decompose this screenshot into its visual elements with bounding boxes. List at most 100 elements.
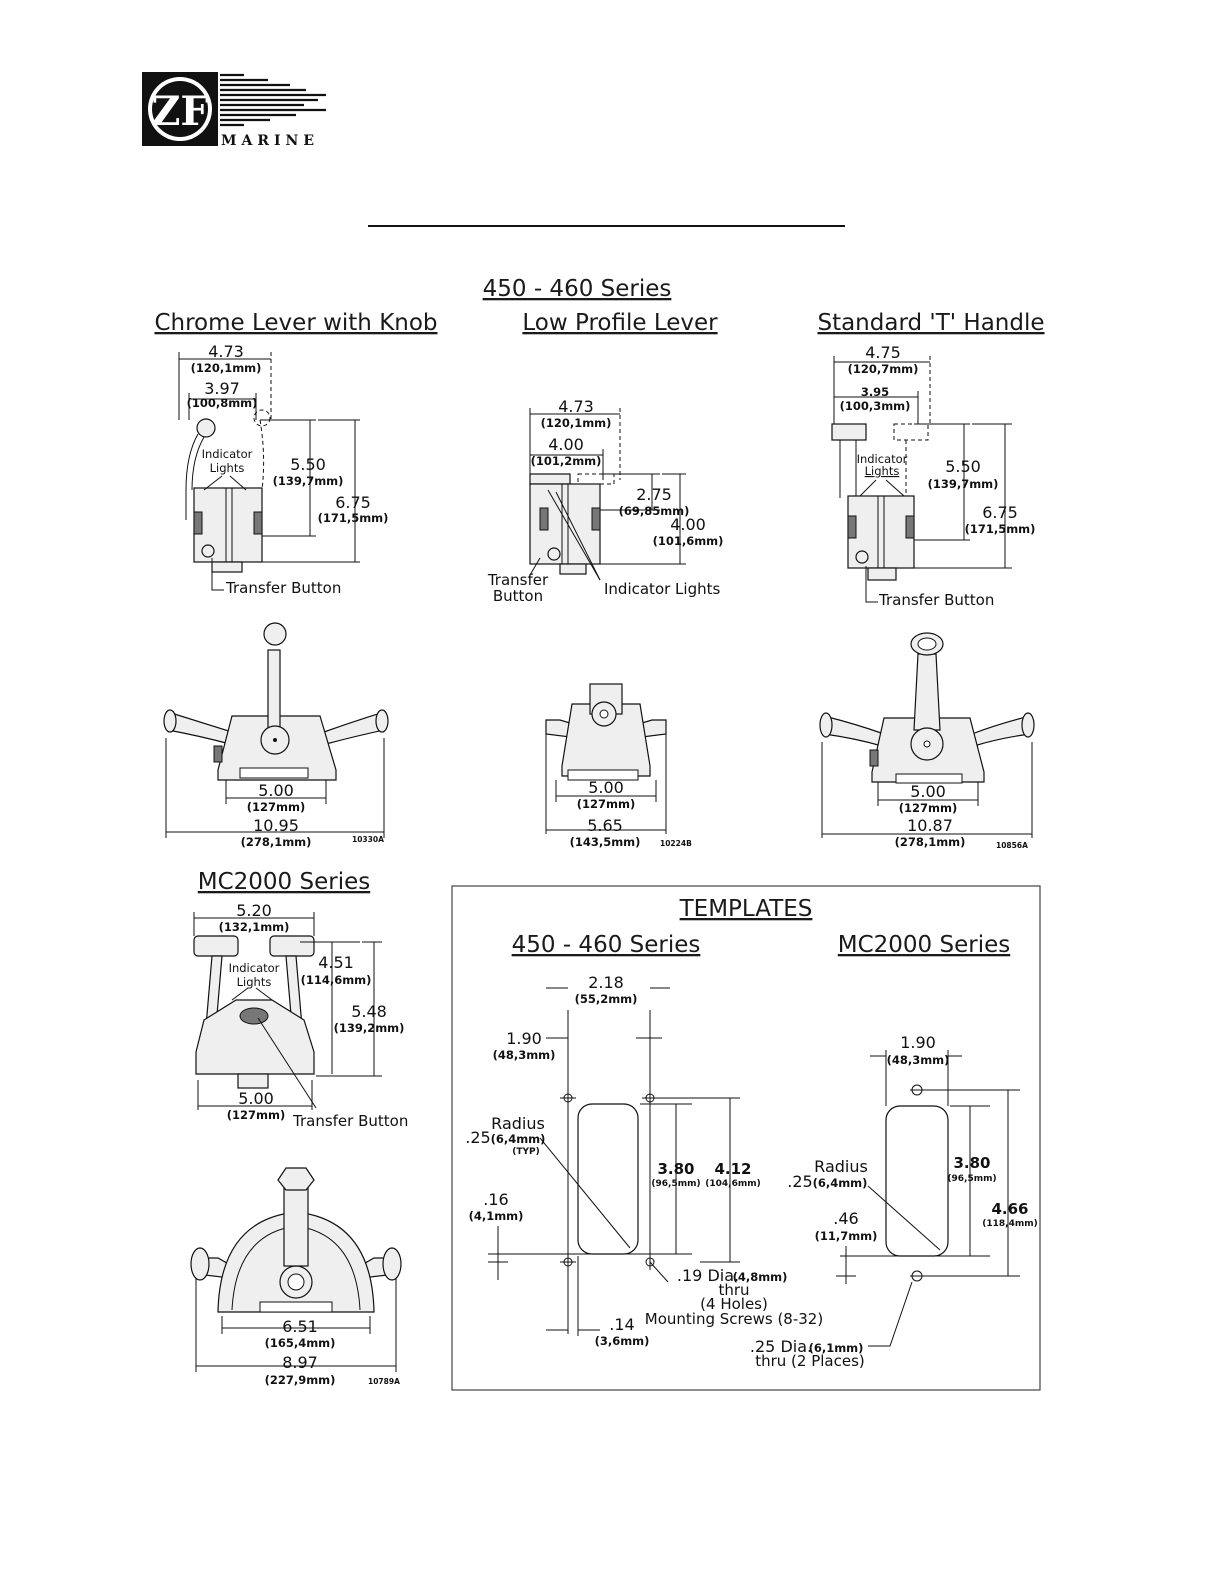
templates-mc2000-heading: MC2000 Series [838,932,1010,958]
hole-thru-label: thru (2 Places) [755,1352,865,1370]
dim-mm-label: (143,5mm) [570,835,641,849]
dim-mm-label: (96,5mm) [651,1179,700,1189]
low-profile-side-view [529,408,686,581]
heading-chrome-lever: Chrome Lever with Knob [154,310,437,336]
dim-label: .46 [833,1209,858,1228]
radius-mm: (6,4mm) [813,1176,868,1190]
dim-mm-label: (3,6mm) [595,1334,650,1348]
dim-mm-label: (48,3mm) [493,1048,556,1062]
dim-mm-label: (139,7mm) [273,474,344,488]
dim-mm-label: (139,7mm) [928,477,999,491]
dim-label: 3.80 [953,1154,990,1172]
radius-label: Radius [814,1157,868,1176]
dim-label: 3.80 [657,1160,694,1178]
hole-dia-label: .25 Dia. [750,1337,812,1356]
dim-mm-label: (101,6mm) [653,534,724,548]
zf-marine-logo: ZF MARINE [142,72,326,149]
dim-mm-label: (127mm) [577,797,635,811]
t-handle-front-view [819,632,1035,838]
dim-label: 3.97 [204,379,240,398]
mc2000-side-view [193,912,382,1110]
transfer-button-label: Transfer Button [225,579,341,597]
dim-label: 5.48 [351,1002,387,1021]
logo-word: MARINE [221,133,319,149]
lights-label: Lights [237,975,272,989]
dim-label: 8.97 [282,1353,318,1372]
dim-mm-label: (278,1mm) [895,835,966,849]
dim-mm-label: (171,5mm) [965,522,1036,536]
dim-label: 4.73 [558,397,594,416]
dim-mm-label: (127mm) [227,1108,285,1122]
dim-label: 1.90 [900,1033,936,1052]
template-450-460-drawing [488,987,740,1336]
heading-standard-t-handle: Standard 'T' Handle [817,310,1044,336]
dim-mm-label: (96,5mm) [947,1174,996,1184]
t-handle-side-view [831,356,1012,603]
heading-mc2000: MC2000 Series [198,869,370,895]
indicator-label: Indicator [857,452,908,466]
templates-title: TEMPLATES [679,896,813,922]
drawing-code: 10224B [660,839,692,848]
dim-label: 4.00 [548,435,584,454]
dim-label: 2.18 [588,973,624,992]
templates-box [451,885,1041,1391]
dim-mm-label: (104,6mm) [705,1179,760,1189]
dim-mm-label: (139,2mm) [334,1021,405,1035]
dim-label: 5.50 [290,455,326,474]
dim-label: 10.87 [907,816,953,835]
hole-count-label: (4 Holes) [700,1295,768,1313]
dim-mm-label: (48,3mm) [887,1053,950,1067]
transfer-button-label: Transfer Button [292,1112,408,1130]
dim-label: 3.95 [861,385,889,399]
dim-mm-label: (227,9mm) [265,1373,336,1387]
dim-label: 4.73 [208,342,244,361]
hole-dia-label: .19 Dia. [677,1266,739,1285]
dim-mm-label: (100,8mm) [187,396,258,410]
dim-label: .16 [483,1190,508,1209]
dim-mm-label: (4,1mm) [469,1209,524,1223]
dim-mm-label: (69,85mm) [619,504,690,518]
dim-label: .14 [609,1315,634,1334]
dim-label: 4.51 [318,953,354,972]
dim-label: 4.75 [865,343,901,362]
low-profile-front-view [545,683,667,834]
radius-typ: (TYP) [512,1147,539,1157]
dim-mm-label: (118,4mm) [982,1219,1037,1229]
dim-mm-label: (55,2mm) [575,992,638,1006]
dim-label: 4.66 [991,1200,1028,1218]
dim-mm-label: (165,4mm) [265,1336,336,1350]
drawing-code: 10789A [368,1377,400,1386]
dim-label: 2.75 [636,485,672,504]
dim-mm-label: (127mm) [899,801,957,815]
dim-label: 4.12 [714,1160,751,1178]
dim-label: 5.00 [238,1089,274,1108]
dim-mm-label: (132,1mm) [219,920,290,934]
dim-label: 4.00 [670,515,706,534]
dim-label: 5.00 [910,782,946,801]
dim-label: 6.75 [982,503,1018,522]
indicator-lights-label: Indicator Lights [604,580,720,598]
dim-mm-label: (120,1mm) [541,416,612,430]
dim-mm-label: (101,2mm) [531,454,602,468]
dim-mm-label: (11,7mm) [815,1229,878,1243]
heading-low-profile-lever: Low Profile Lever [522,310,718,336]
dim-label: 5.00 [588,778,624,797]
hole-dia-mm: (4,8mm) [733,1270,788,1284]
chrome-lever-side-view [178,352,360,591]
template-mc2000-drawing [836,1050,1020,1347]
radius-mm: (6,4mm) [491,1132,546,1146]
chrome-lever-front-view [163,622,389,838]
hole-thru-label: thru [718,1281,749,1299]
dim-label: 6.75 [335,493,371,512]
transfer-label: Transfer [487,571,549,589]
dim-mm-label: (171,5mm) [318,511,389,525]
radius-value: .25 [787,1172,812,1191]
dim-label: 5.00 [258,781,294,800]
button-label: Button [493,587,543,605]
dim-label: 5.50 [945,457,981,476]
dim-mm-label: (278,1mm) [241,835,312,849]
radius-label: Radius [491,1114,545,1133]
mounting-screws-label: Mounting Screws (8-32) [645,1310,823,1328]
templates-450-460-heading: 450 - 460 Series [512,932,701,958]
